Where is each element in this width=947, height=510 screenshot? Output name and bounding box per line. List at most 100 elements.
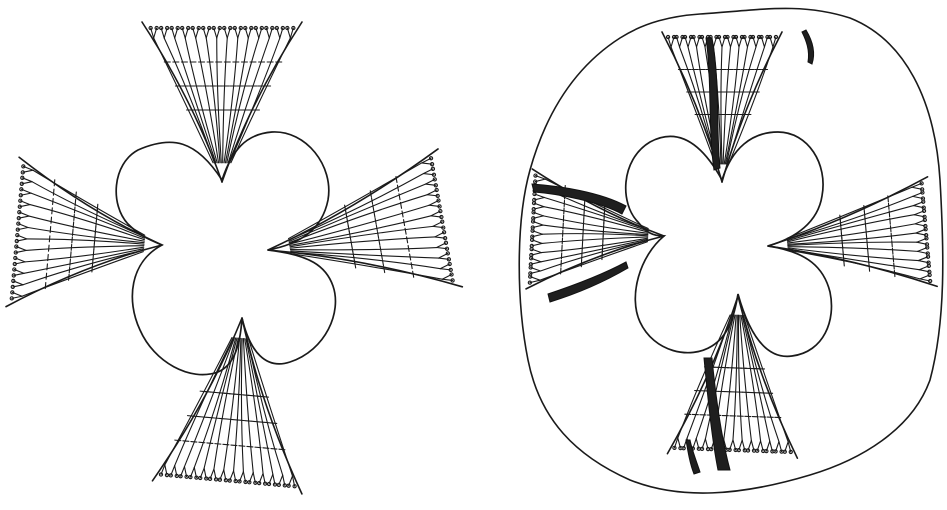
left-left-cell-wall — [72, 229, 73, 235]
left-bottom-cell-wall — [231, 445, 237, 446]
left-left-cell-wall — [73, 222, 74, 228]
right-right-cell-wall — [890, 218, 891, 224]
right-left-strand — [540, 242, 647, 280]
left-bottom-cell-wall — [220, 418, 226, 419]
left-left-cell-wall — [52, 208, 53, 214]
left-bottom-cell-wall — [183, 441, 189, 442]
left-bottom-cell-wall — [232, 420, 238, 421]
left-bottom-cell-wall — [271, 423, 277, 424]
right-right-cell-wall — [888, 203, 889, 209]
right-right-cell-wall — [889, 211, 890, 217]
right-right-cell-wall — [868, 253, 869, 259]
left-bottom-cell-wall — [194, 416, 200, 417]
left-left-cell-wall — [46, 273, 47, 279]
right-right-cell-wall — [891, 233, 892, 239]
right-right-cell-wall — [893, 256, 894, 262]
left-bottom-cell-wall — [207, 417, 213, 418]
left-right-cell-wall — [371, 198, 372, 204]
right-right-cell-wall — [867, 241, 868, 247]
left-left-cell-wall — [48, 255, 49, 261]
right-right-cell-wall — [892, 241, 893, 247]
left-bottom-cell-wall — [258, 422, 264, 423]
left-bottom-cell-wall — [200, 417, 206, 418]
right-right-cell-wall — [869, 259, 870, 265]
left-bottom-cell-wall — [223, 444, 229, 445]
right-right-cell-wall — [866, 229, 867, 235]
left-right-cell-wall — [375, 218, 376, 224]
left-bottom-cell-wall — [245, 421, 251, 422]
left-right-cell-wall — [413, 271, 414, 277]
left-figure — [6, 22, 462, 494]
left-left-cell-wall — [47, 264, 48, 270]
left-top-strand — [185, 38, 217, 163]
right-right-cell-wall — [866, 235, 867, 241]
dark-streak — [548, 262, 628, 302]
left-left-cell-wall — [70, 259, 71, 265]
left-left-cell-wall — [71, 244, 72, 250]
left-right-cell-wall — [374, 212, 375, 218]
left-right-cell-wall — [407, 237, 408, 243]
left-right-cell-wall — [376, 225, 377, 231]
left-left-cell-wall — [53, 199, 54, 205]
left-left-cell-wall — [51, 217, 52, 223]
right-right-cell-wall — [864, 211, 865, 217]
right-right-cell-wall — [844, 260, 845, 266]
left-left-cell-wall — [50, 227, 51, 233]
left-left-cell-wall — [97, 204, 98, 210]
left-bottom-cell-wall — [191, 442, 197, 443]
left-left-cell-wall — [76, 192, 77, 198]
left-right-cell-wall — [404, 220, 405, 226]
right-right-cell-wall — [890, 226, 891, 232]
left-bottom-cell-wall — [239, 446, 245, 447]
left-bottom-cell-wall — [200, 391, 206, 392]
left-bottom-cell-wall — [239, 420, 245, 421]
left-bottom-cell-wall — [213, 418, 219, 419]
right-right-cell-wall — [888, 196, 889, 202]
dark-streak — [532, 184, 626, 214]
left-left-cell-wall — [53, 189, 54, 195]
left-right-cell-wall — [408, 245, 409, 251]
left-right-cell-wall — [411, 263, 412, 269]
left-left-cell-wall — [69, 267, 70, 273]
left-bottom-cell-wall — [199, 442, 205, 443]
left-bottom-cell-wall — [264, 422, 270, 423]
left-left-strand — [22, 252, 143, 297]
left-bottom-cell-wall — [175, 440, 181, 441]
left-left-cell-wall — [71, 252, 72, 258]
left-left-cell-wall — [49, 245, 50, 251]
left-left-strand — [27, 239, 144, 244]
left-left-cell-wall — [74, 207, 75, 213]
left-bottom-cell-wall — [207, 443, 213, 444]
left-bottom-cell-wall — [215, 444, 221, 445]
left-bottom-cell-wall — [252, 421, 258, 422]
left-left-strand — [24, 249, 144, 274]
dark-streak — [802, 30, 814, 64]
right-figure — [519, 8, 943, 493]
left-bottom-cell-wall — [271, 449, 277, 450]
left-bottom-cell-wall — [263, 448, 269, 449]
left-right-cell-wall — [397, 185, 398, 191]
left-left-cell-wall — [75, 200, 76, 206]
right-right-cell-wall — [892, 248, 893, 254]
left-bottom-cell-wall — [279, 449, 285, 450]
left-bottom-cell-wall — [255, 447, 261, 448]
left-left-cell-wall — [74, 214, 75, 220]
right-right-cell-wall — [867, 247, 868, 253]
left-left-cell-wall — [69, 274, 70, 280]
right-right-cell-wall — [894, 263, 895, 269]
left-right-cell-wall — [381, 253, 382, 259]
left-left-cell-wall — [72, 237, 73, 243]
left-bottom-cell-wall — [187, 416, 193, 417]
left-right-cell-wall — [402, 211, 403, 217]
right-right-cell-wall — [864, 205, 865, 211]
right-left-strand — [543, 225, 648, 235]
left-bottom-cell-wall — [226, 419, 232, 420]
left-bottom-cell-wall — [247, 446, 253, 447]
left-bottom-strand — [241, 338, 243, 471]
right-right-cell-wall — [865, 217, 866, 223]
left-right-cell-wall — [355, 262, 356, 268]
left-left-cell-wall — [54, 180, 55, 186]
right-right-cell-wall — [894, 271, 895, 277]
dark-streak — [706, 38, 720, 170]
